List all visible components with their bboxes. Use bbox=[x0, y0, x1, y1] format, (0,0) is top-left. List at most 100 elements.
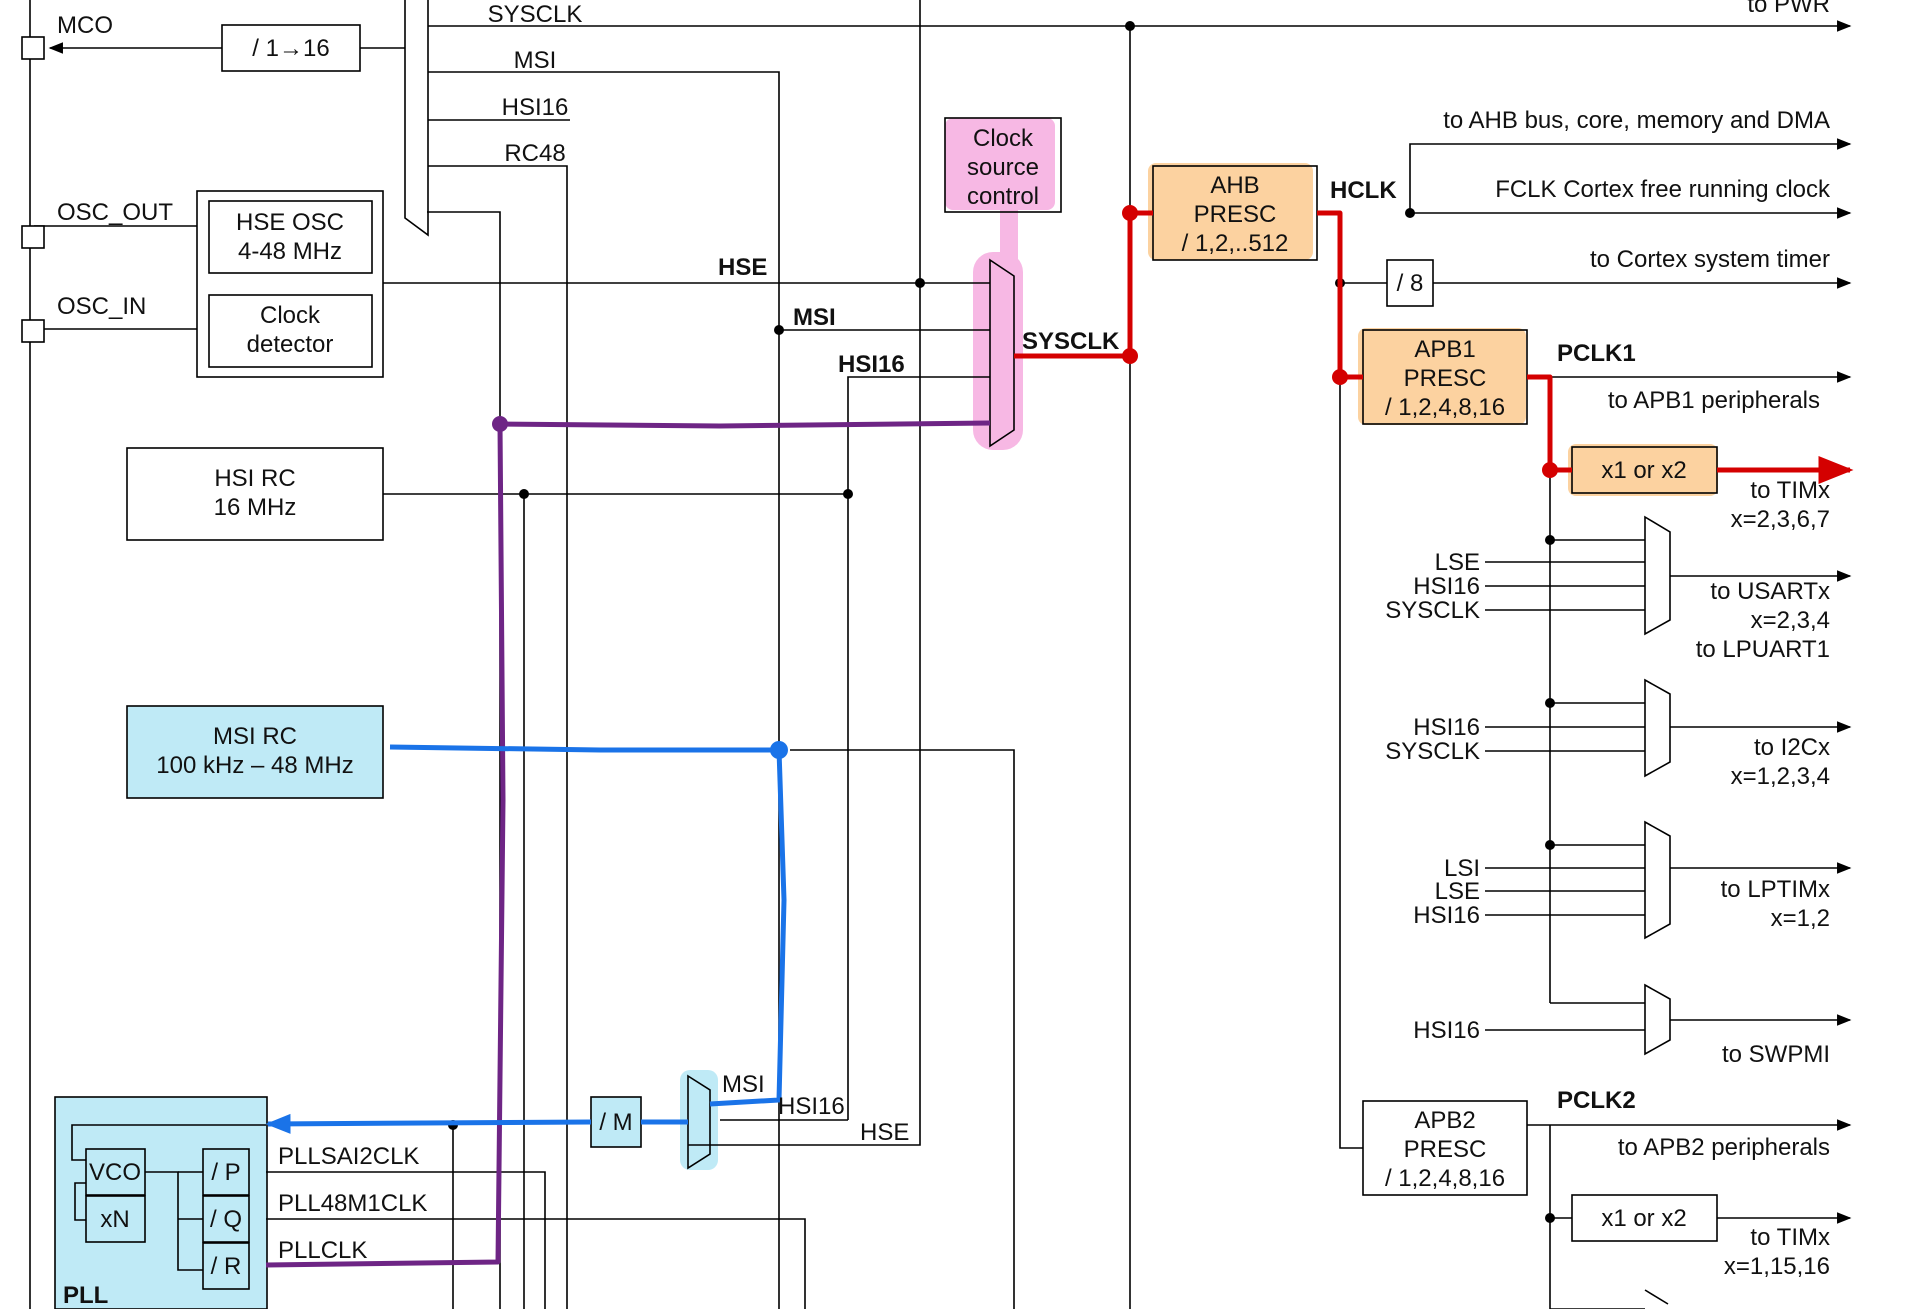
ahb-presc-line2: PRESC bbox=[1194, 201, 1277, 228]
mco-source-msi: MSI bbox=[514, 47, 557, 74]
sysclk-output-label: SYSCLK bbox=[1022, 328, 1120, 355]
mco-pin bbox=[21, 36, 45, 60]
pll-out-r-label: PLLCLK bbox=[278, 1237, 367, 1264]
mco-divider-box bbox=[221, 24, 361, 72]
sysclk-mux bbox=[989, 258, 1015, 448]
apb1-presc-line2: PRESC bbox=[1404, 365, 1487, 392]
hse-osc-line1: HSE OSC bbox=[236, 209, 344, 236]
p-label: / P bbox=[211, 1159, 240, 1186]
lptim-input-lsi: LSI bbox=[1444, 855, 1480, 882]
ahb-presc-line1: AHB bbox=[1210, 172, 1259, 199]
mco-label: MCO bbox=[57, 12, 113, 39]
osc-out-pin bbox=[21, 225, 45, 249]
tim-apb2-line2: x=1,15,16 bbox=[1724, 1253, 1830, 1280]
to-ahb-label: to AHB bus, core, memory and DMA bbox=[1443, 107, 1830, 134]
cyan-m-div-box bbox=[591, 1097, 641, 1147]
apb1-presc-line3: / 1,2,4,8,16 bbox=[1385, 394, 1505, 421]
tim-apb1-line1: to TIMx bbox=[1750, 477, 1830, 504]
mco-source-rc48: RC48 bbox=[504, 140, 565, 167]
vco-label: VCO bbox=[89, 1159, 141, 1186]
apb2-presc-line3: / 1,2,4,8,16 bbox=[1385, 1165, 1505, 1192]
pink-highlight-sysclk-mux bbox=[973, 252, 1023, 450]
osc-out-label: OSC_OUT bbox=[57, 199, 173, 226]
msi-rc-line1: MSI RC bbox=[213, 723, 297, 750]
pll-mux-hse-label: HSE bbox=[860, 1119, 909, 1146]
usart-input-lse: LSE bbox=[1435, 549, 1480, 576]
apb1-presc-line1: APB1 bbox=[1414, 336, 1475, 363]
usart-input-sysclk: SYSCLK bbox=[1385, 597, 1480, 624]
pink-highlight-clock-source bbox=[945, 118, 1055, 210]
hclk-label: HCLK bbox=[1330, 177, 1397, 204]
hse-osc-box bbox=[208, 200, 373, 274]
clock-source-control-line2: source bbox=[967, 154, 1039, 181]
fclk-label: FCLK Cortex free running clock bbox=[1495, 176, 1831, 203]
mco-source-sysclk: SYSCLK bbox=[488, 1, 583, 28]
to-pwr-label: to PWR bbox=[1747, 0, 1830, 18]
pclk1-label: PCLK1 bbox=[1557, 340, 1636, 367]
tim-apb2-line1: to TIMx bbox=[1750, 1224, 1830, 1251]
pll-outline bbox=[54, 1096, 268, 1309]
usart-line2: x=2,3,4 bbox=[1751, 607, 1830, 634]
apb2-presc-line2: PRESC bbox=[1404, 1136, 1487, 1163]
orange-highlight-apb1 bbox=[1358, 328, 1526, 425]
q-label: / Q bbox=[210, 1206, 242, 1233]
pll-out-p-label: PLLSAI2CLK bbox=[278, 1143, 419, 1170]
q-box bbox=[202, 1195, 250, 1243]
clock-detector-box bbox=[208, 294, 373, 368]
lptim-input-hsi16: HSI16 bbox=[1413, 902, 1480, 929]
ahb-presc-line3: / 1,2,..512 bbox=[1182, 230, 1289, 257]
i2c-line1: to I2Cx bbox=[1754, 734, 1830, 761]
pll-source-mux bbox=[687, 1074, 711, 1170]
mco-divider-label: / 1→16 bbox=[252, 35, 329, 62]
apb2-presc-line1: APB2 bbox=[1414, 1107, 1475, 1134]
pll-mux-msi-label: MSI bbox=[722, 1071, 765, 1098]
swpmi-input-hsi16: HSI16 bbox=[1413, 1017, 1480, 1044]
highlights bbox=[55, 118, 1718, 1309]
swpmi-label: to SWPMI bbox=[1722, 1041, 1830, 1068]
x1x2-apb2-label: x1 or x2 bbox=[1601, 1205, 1686, 1232]
junction-dots bbox=[448, 21, 1555, 1223]
blue-dot bbox=[770, 741, 788, 759]
sysclk-mux-hse-label: HSE bbox=[718, 254, 767, 281]
hsi-rc-box bbox=[126, 447, 384, 541]
usart-line1: to USARTx bbox=[1710, 578, 1830, 605]
hse-osc-line2: 4-48 MHz bbox=[238, 238, 342, 265]
mco-source-hsi16: HSI16 bbox=[502, 94, 569, 121]
to-apb1-label: to APB1 peripherals bbox=[1608, 387, 1820, 414]
clock-detector-line2: detector bbox=[247, 331, 334, 358]
cyan-msi-rc-box bbox=[127, 706, 383, 798]
msi-rc-line2: 100 kHz – 48 MHz bbox=[156, 752, 353, 779]
msi-rc-outline bbox=[126, 705, 384, 799]
r-label: / R bbox=[211, 1253, 242, 1280]
clock-source-control-box bbox=[944, 117, 1062, 213]
clock-detector-line1: Clock bbox=[260, 302, 321, 329]
osc-in-pin bbox=[21, 319, 45, 343]
cortex-timer-label: to Cortex system timer bbox=[1590, 246, 1830, 273]
i2c-input-sysclk: SYSCLK bbox=[1385, 738, 1480, 765]
osc-in-label: OSC_IN bbox=[57, 293, 146, 320]
clock-source-control-line3: control bbox=[967, 183, 1039, 210]
pink-highlight-connector bbox=[1000, 205, 1018, 261]
x1x2-apb2-box bbox=[1571, 1194, 1718, 1242]
lptim-line1: to LPTIMx bbox=[1721, 876, 1830, 903]
hsi-rc-line1: HSI RC bbox=[214, 465, 295, 492]
labels: MCO OSC_OUT OSC_IN / 1→16 SYSCLK MSI HSI… bbox=[57, 0, 1831, 1309]
to-apb2-label: to APB2 peripherals bbox=[1618, 1134, 1830, 1161]
sysclk-mux-hsi16-label: HSI16 bbox=[838, 351, 905, 378]
hsi-rc-line2: 16 MHz bbox=[214, 494, 297, 521]
pll-out-q-label: PLL48M1CLK bbox=[278, 1190, 427, 1217]
xn-box bbox=[85, 1195, 146, 1243]
x1x2-apb1-label: x1 or x2 bbox=[1601, 457, 1686, 484]
usart-line3: to LPUART1 bbox=[1696, 636, 1830, 663]
orange-highlight-ahb bbox=[1148, 163, 1313, 260]
r-box bbox=[202, 1242, 250, 1290]
pclk2-label: PCLK2 bbox=[1557, 1087, 1636, 1114]
pll-title: PLL bbox=[63, 1282, 108, 1309]
div8-box bbox=[1386, 259, 1434, 307]
lptim-input-lse: LSE bbox=[1435, 878, 1480, 905]
usart-input-hsi16: HSI16 bbox=[1413, 573, 1480, 600]
xn-label: xN bbox=[100, 1206, 129, 1233]
cyan-pll-box bbox=[55, 1097, 267, 1309]
purple-path bbox=[265, 420, 991, 1268]
